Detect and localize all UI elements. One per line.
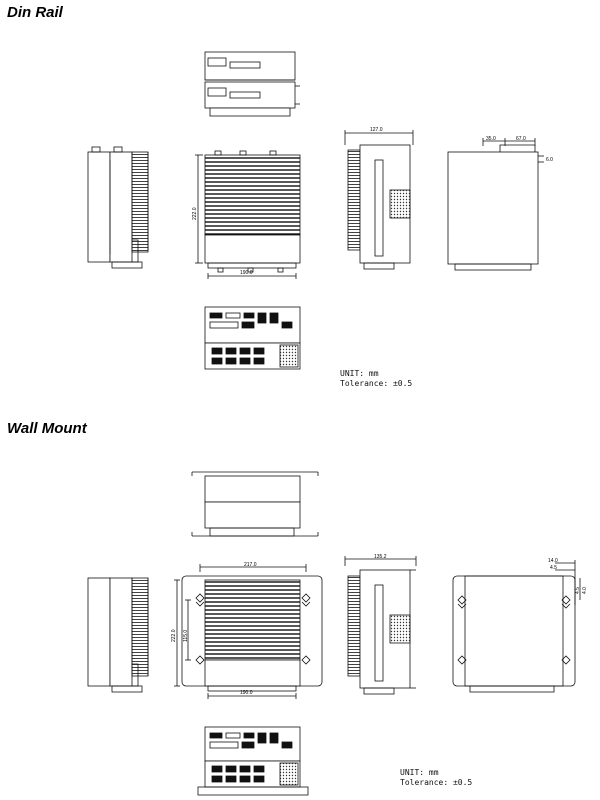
wall-height-label: 222.0 (171, 629, 177, 642)
unit-label: UNIT: mm (340, 369, 379, 378)
din-side-width-label: 127.0 (370, 127, 383, 133)
wall-ear-slot-2-label: 4.0 (582, 587, 588, 594)
din-rail-width-label: 67.0 (516, 136, 526, 142)
din-left-view (87, 146, 149, 269)
wall-ear-slot-1-label: 4.5 (575, 587, 581, 594)
wall-top-width-label: 217.0 (244, 562, 257, 568)
section-title-wall-mount: Wall Mount (7, 420, 87, 437)
wall-top-view (191, 471, 319, 537)
unit-note-wall-mount: UNIT: mm Tolerance: ±0.5 (400, 768, 472, 788)
wall-back-view (452, 560, 581, 693)
din-top-view (204, 51, 300, 117)
din-rail-view (447, 138, 544, 271)
wall-right-view (344, 556, 417, 695)
wall-hole-spacing-label: 115.0 (183, 630, 189, 642)
din-rail-offset-label: 35.0 (486, 136, 496, 142)
wall-ear-offset-label: 4.5 (550, 565, 557, 571)
din-front-width-label: 190.0 (240, 270, 253, 276)
din-front-view (195, 150, 301, 279)
wall-side-width-label: 135.2 (374, 554, 387, 560)
din-rear-view (204, 306, 301, 370)
section-title-din-rail: Din Rail (7, 4, 63, 21)
wall-front-width-label: 190.0 (240, 690, 253, 696)
wall-ear-depth-label: 14.0 (548, 558, 558, 564)
din-right-view (344, 130, 414, 270)
wall-left-view (87, 577, 149, 693)
tolerance-label: Tolerance: ±0.5 (400, 778, 473, 787)
tolerance-label: Tolerance: ±0.5 (340, 379, 413, 388)
din-height-label: 222.0 (192, 207, 198, 220)
din-rail-depth-label: 6.0 (546, 157, 553, 163)
unit-label: UNIT: mm (400, 768, 439, 777)
unit-note-din-rail: UNIT: mm Tolerance: ±0.5 (340, 369, 412, 389)
wall-front-view (174, 564, 323, 699)
wall-rear-view (197, 726, 309, 796)
